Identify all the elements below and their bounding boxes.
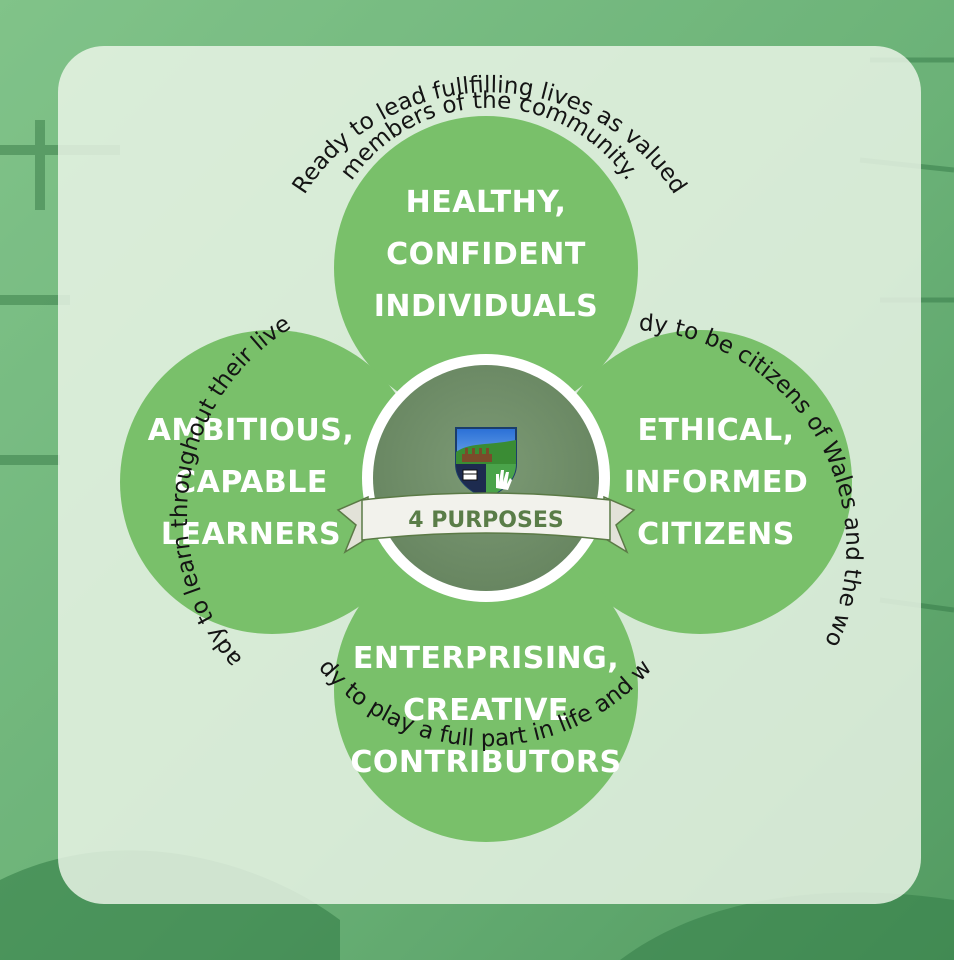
circle-bottom <box>334 538 638 842</box>
circle-top <box>334 116 638 420</box>
title-left-line-1: AMBITIOUS, <box>148 413 355 448</box>
purposes-banner: 4 PURPOSES <box>336 492 636 554</box>
circle-right <box>548 330 852 634</box>
title-bottom-line-3: CONTRIBUTORS <box>350 745 621 780</box>
title-top: HEALTHY, CONFIDENT INDIVIDUALS <box>374 185 599 324</box>
title-right-line-2: INFORMED <box>624 465 809 500</box>
title-left-line-3: LEARNERS <box>161 517 341 552</box>
circle-left <box>120 330 424 634</box>
title-right: ETHICAL, INFORMED CITIZENS <box>624 413 809 552</box>
title-right-line-3: CITIZENS <box>637 517 795 552</box>
title-bottom-line-1: ENTERPRISING, <box>353 641 619 676</box>
title-right-line-1: ETHICAL, <box>638 413 795 448</box>
banner-label: 4 PURPOSES <box>408 508 563 533</box>
title-left-line-2: CAPABLE <box>174 465 328 500</box>
title-bottom: ENTERPRISING, CREATIVE CONTRIBUTORS <box>350 641 621 780</box>
school-crest-icon <box>455 427 517 500</box>
title-left: AMBITIOUS, CAPABLE LEARNERS <box>148 413 355 552</box>
title-top-line-1: HEALTHY, <box>406 185 567 220</box>
title-bottom-line-2: CREATIVE <box>403 693 569 728</box>
purpose-circles <box>120 116 852 842</box>
title-top-line-2: CONFIDENT <box>386 237 586 272</box>
title-top-line-3: INDIVIDUALS <box>374 289 599 324</box>
